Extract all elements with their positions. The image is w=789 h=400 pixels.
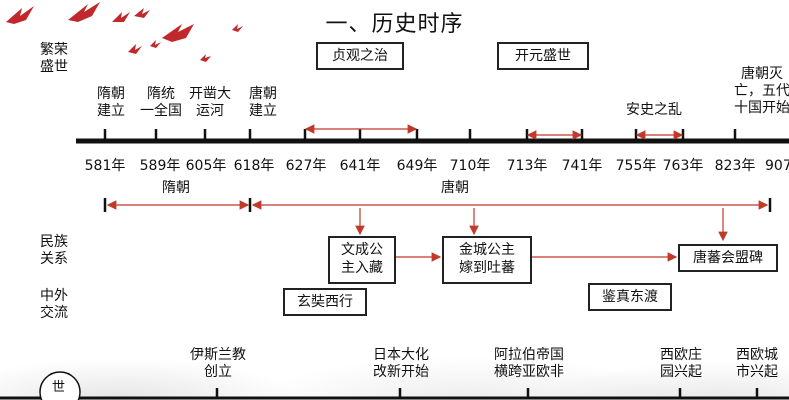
event-grand-canal: 开凿大运河 <box>189 86 231 119</box>
world-event-arab-empire: 阿拉伯帝国横跨亚欧非 <box>494 347 564 380</box>
year-label: 605年 <box>185 158 227 174</box>
label-prosperity: 繁荣 盛世 <box>40 42 68 75</box>
ink-wash-background <box>0 305 789 400</box>
event-xuanzang: 玄奘西行 <box>283 288 367 316</box>
event-tang-fall: 唐朝灭亡，五代十国开始 <box>734 66 789 116</box>
period-kaiyuan: 开元盛世 <box>497 42 589 70</box>
year-label: 581年 <box>84 158 126 174</box>
page-title: 一、历史时序 <box>325 12 464 37</box>
period-zhenguan: 贞观之治 <box>316 42 404 70</box>
label-world: 世 <box>52 380 66 395</box>
event-sui-unification: 隋统一全国 <box>140 86 182 119</box>
world-event-islam: 伊斯兰教创立 <box>190 347 246 380</box>
year-label: 589年 <box>139 158 181 174</box>
event-sui-founded: 隋朝建立 <box>97 86 125 119</box>
year-label: 755年 <box>615 158 657 174</box>
world-event-towns: 西欧城市兴起 <box>736 347 778 380</box>
world-event-manors: 西欧庄园兴起 <box>660 347 702 380</box>
label-foreign-exchange: 中外 交流 <box>40 288 68 321</box>
year-label: 741年 <box>561 158 603 174</box>
year-label: 713年 <box>506 158 548 174</box>
year-label: 823年 <box>714 158 756 174</box>
event-jincheng-tibet: 金城公主嫁到吐蕃 <box>442 236 532 284</box>
year-label: 618年 <box>233 158 275 174</box>
year-label: 763年 <box>662 158 704 174</box>
event-jianzhen: 鉴真东渡 <box>588 283 672 311</box>
year-label: 627年 <box>285 158 327 174</box>
year-label: 710年 <box>449 158 491 174</box>
event-tang-founded: 唐朝建立 <box>249 86 277 119</box>
year-label: 907 <box>765 158 789 174</box>
event-anshi-rebellion: 安史之乱 <box>626 102 682 118</box>
label-ethnic-relations: 民族 关系 <box>40 234 68 267</box>
year-label: 641年 <box>339 158 381 174</box>
event-tang-tibet-stele: 唐蕃会盟碑 <box>678 244 778 272</box>
world-label-circle <box>39 371 81 400</box>
dynasty-sui: 隋朝 <box>162 180 190 196</box>
dynasty-tang: 唐朝 <box>441 180 469 196</box>
world-event-taika: 日本大化改新开始 <box>373 347 429 380</box>
year-label: 649年 <box>396 158 438 174</box>
event-wencheng-tibet: 文成公主入藏 <box>328 236 396 284</box>
